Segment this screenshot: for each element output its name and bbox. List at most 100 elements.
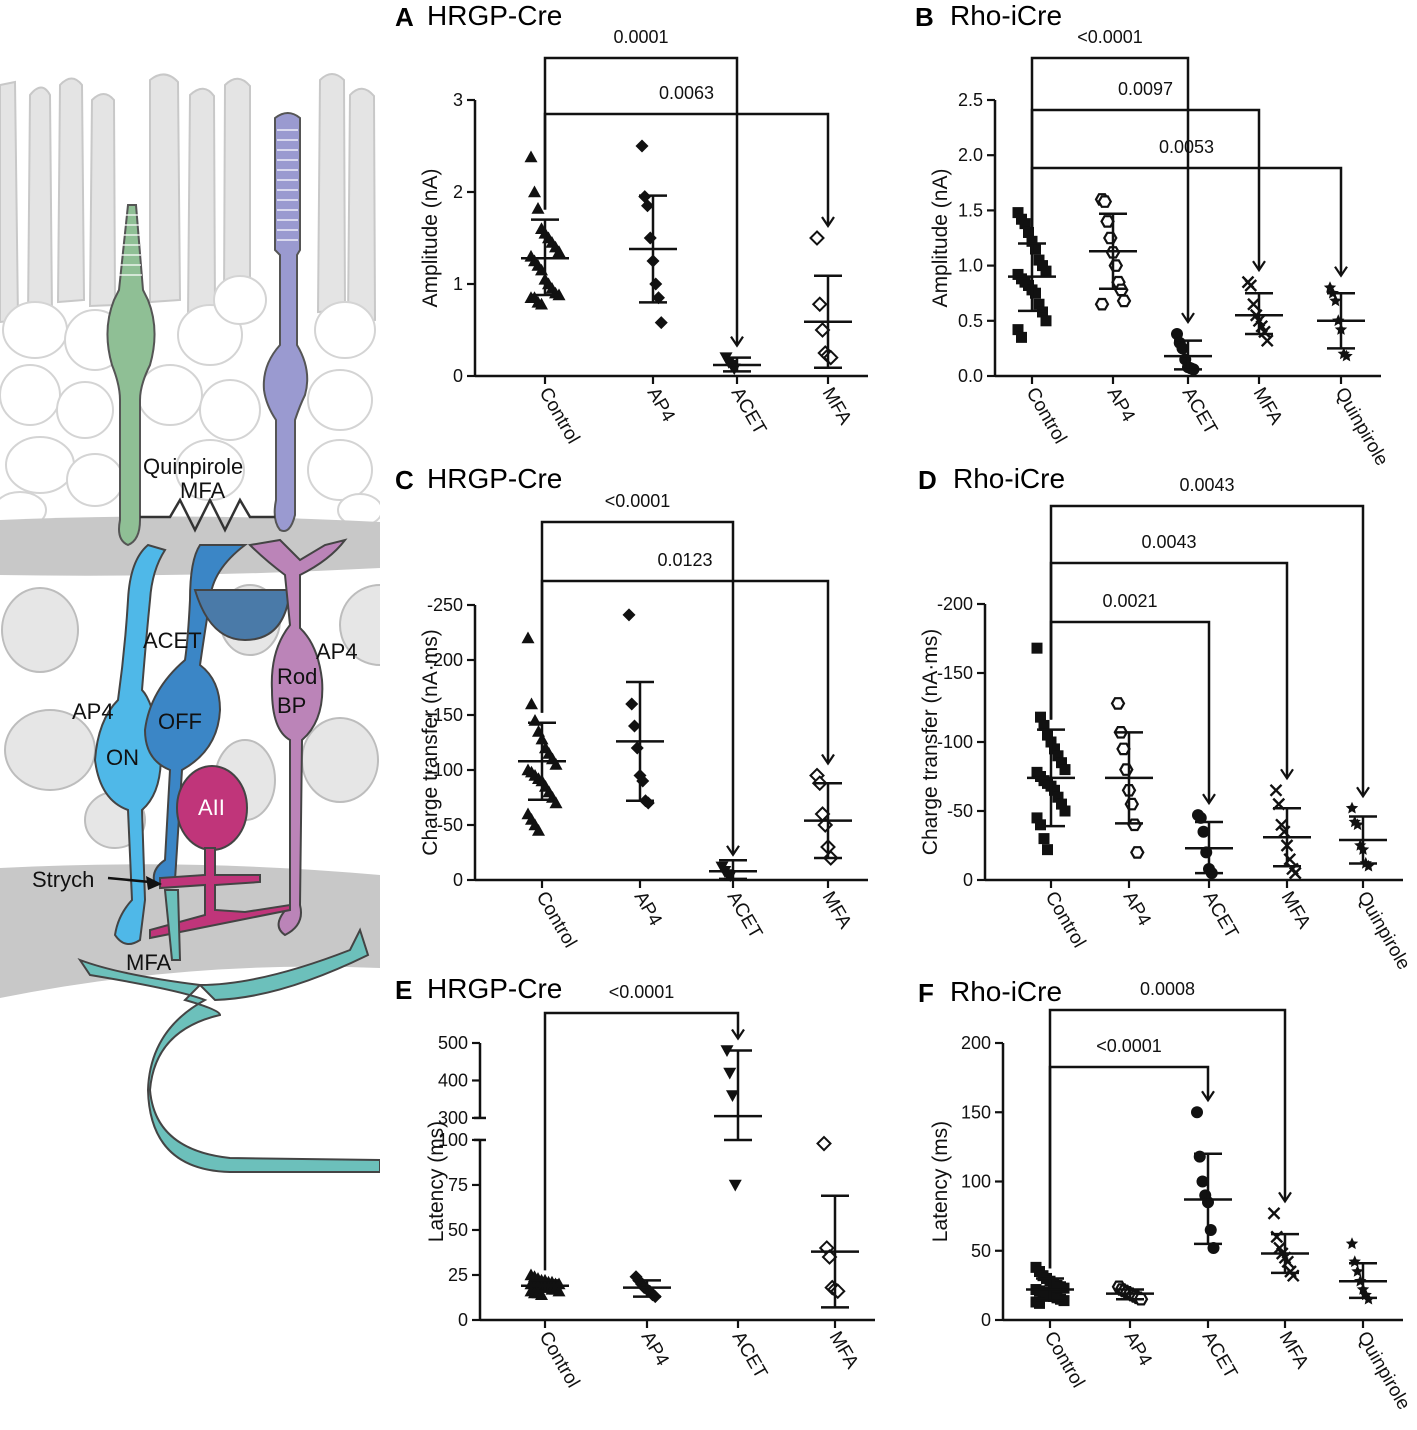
panel-letter-e: E: [395, 975, 413, 1005]
rod-photoreceptor: [262, 112, 309, 532]
data-point: [1052, 750, 1064, 762]
y-axis-label: Latency (ms): [425, 1121, 448, 1242]
y-tick-label: 100: [961, 1172, 991, 1192]
x-tick-label: AP4: [1119, 888, 1155, 930]
panel-title-a: HRGP-Cre: [427, 0, 563, 31]
data-point: [1247, 297, 1260, 311]
bracket-arrow: [1201, 1090, 1215, 1103]
data-point: [1127, 818, 1142, 832]
data-point: [1042, 729, 1053, 741]
y-tick-label: -50: [947, 801, 973, 821]
ganglion-cell: [77, 889, 380, 1173]
data-point: [1052, 791, 1064, 803]
x-tick-label: MFA: [818, 888, 856, 933]
cone-photoreceptor: [106, 204, 156, 547]
y-tick-label: -100: [937, 732, 973, 752]
bracket-arrow: [1334, 266, 1348, 278]
data-point: [524, 150, 538, 163]
p-value-label: <0.0001: [605, 491, 671, 511]
data-point: [521, 631, 535, 644]
data-point: [549, 796, 563, 809]
x-tick-label: Control: [1040, 1328, 1089, 1392]
data-point: [1097, 195, 1113, 208]
data-point: [1049, 743, 1060, 755]
bracket-arrow: [1278, 1191, 1292, 1204]
data-point: [528, 185, 541, 198]
x-tick-label: ACET: [1178, 384, 1222, 439]
panel-letter-d: D: [918, 465, 937, 495]
data-point: [1269, 783, 1283, 797]
y-tick-label: 300: [438, 1108, 468, 1128]
data-point: [1176, 342, 1189, 355]
y-tick-label: 0: [453, 366, 463, 386]
data-point: [1040, 265, 1052, 277]
data-point: [723, 1067, 737, 1080]
p-value-label: 0.0123: [657, 550, 712, 570]
data-point: [1035, 711, 1046, 723]
p-value-label: 0.0021: [1102, 591, 1157, 611]
bracket-arrow: [726, 845, 740, 857]
label-bp: BP: [277, 693, 306, 718]
data-point: [1030, 287, 1041, 299]
significance-bracket: [1049, 504, 1365, 797]
label-on: ON: [106, 745, 139, 770]
data-point: [1351, 818, 1364, 831]
panel-title-e: HRGP-Cre: [427, 973, 563, 1004]
y-tick-label: 1.5: [958, 200, 983, 220]
retina-schematic: Quinpirole MFA ACET AP4 AP4 ON OFF Rod B…: [0, 73, 380, 1173]
x-tick-label: AP4: [1103, 384, 1139, 426]
aii-amacrine-cell: [149, 765, 291, 940]
y-tick-label: 100: [438, 1130, 468, 1150]
gap-junction-zigzag: [140, 497, 275, 533]
label-ap4-left: AP4: [72, 699, 114, 724]
y-axis-label: Latency (ms): [929, 1121, 952, 1242]
data-point: [1267, 1207, 1281, 1220]
data-point: [654, 316, 668, 330]
off-bipolar-cell: [143, 544, 248, 887]
x-tick-label: ACET: [728, 1328, 772, 1383]
data-point: [1275, 818, 1288, 832]
data-point: [1023, 226, 1034, 238]
data-point: [1103, 231, 1118, 245]
data-point: [1196, 1175, 1209, 1188]
data-point: [1100, 215, 1115, 228]
data-point: [531, 202, 545, 214]
data-point: [726, 1090, 739, 1102]
outer-segments-background: [0, 73, 377, 324]
panel-title-f: Rho-iCre: [950, 976, 1063, 1007]
p-value-label: <0.0001: [1096, 1036, 1162, 1056]
x-tick-label: MFA: [1277, 888, 1315, 933]
data-point: [1056, 757, 1067, 769]
data-point: [625, 697, 639, 711]
data-point: [549, 758, 563, 770]
p-value-label: 0.0043: [1179, 475, 1234, 495]
data-point: [535, 297, 548, 310]
significance-bracket: [1048, 1008, 1287, 1269]
y-axis-label: Charge transfer (nA·ms): [419, 629, 442, 855]
data-point: [1038, 719, 1050, 731]
data-point: [1110, 697, 1126, 710]
panel-letter-f: F: [918, 978, 934, 1008]
p-value-label: <0.0001: [609, 982, 675, 1002]
x-tick-label: Control: [1022, 384, 1071, 448]
panel-letter-a: A: [395, 2, 414, 32]
x-tick-label: MFA: [825, 1328, 863, 1373]
y-tick-label: 50: [448, 1220, 468, 1240]
y-tick-label: -250: [427, 595, 463, 615]
data-point: [1362, 859, 1375, 872]
data-point: [1340, 349, 1353, 362]
data-point: [1056, 798, 1067, 810]
x-tick-label: Quinpirole: [1331, 384, 1392, 470]
y-tick-label: 3: [453, 90, 463, 110]
data-point: [1058, 1282, 1070, 1294]
data-point: [1351, 1265, 1364, 1277]
significance-bracket: [1048, 1065, 1210, 1269]
x-tick-label: ACET: [727, 384, 771, 439]
label-rod: Rod: [277, 664, 317, 689]
